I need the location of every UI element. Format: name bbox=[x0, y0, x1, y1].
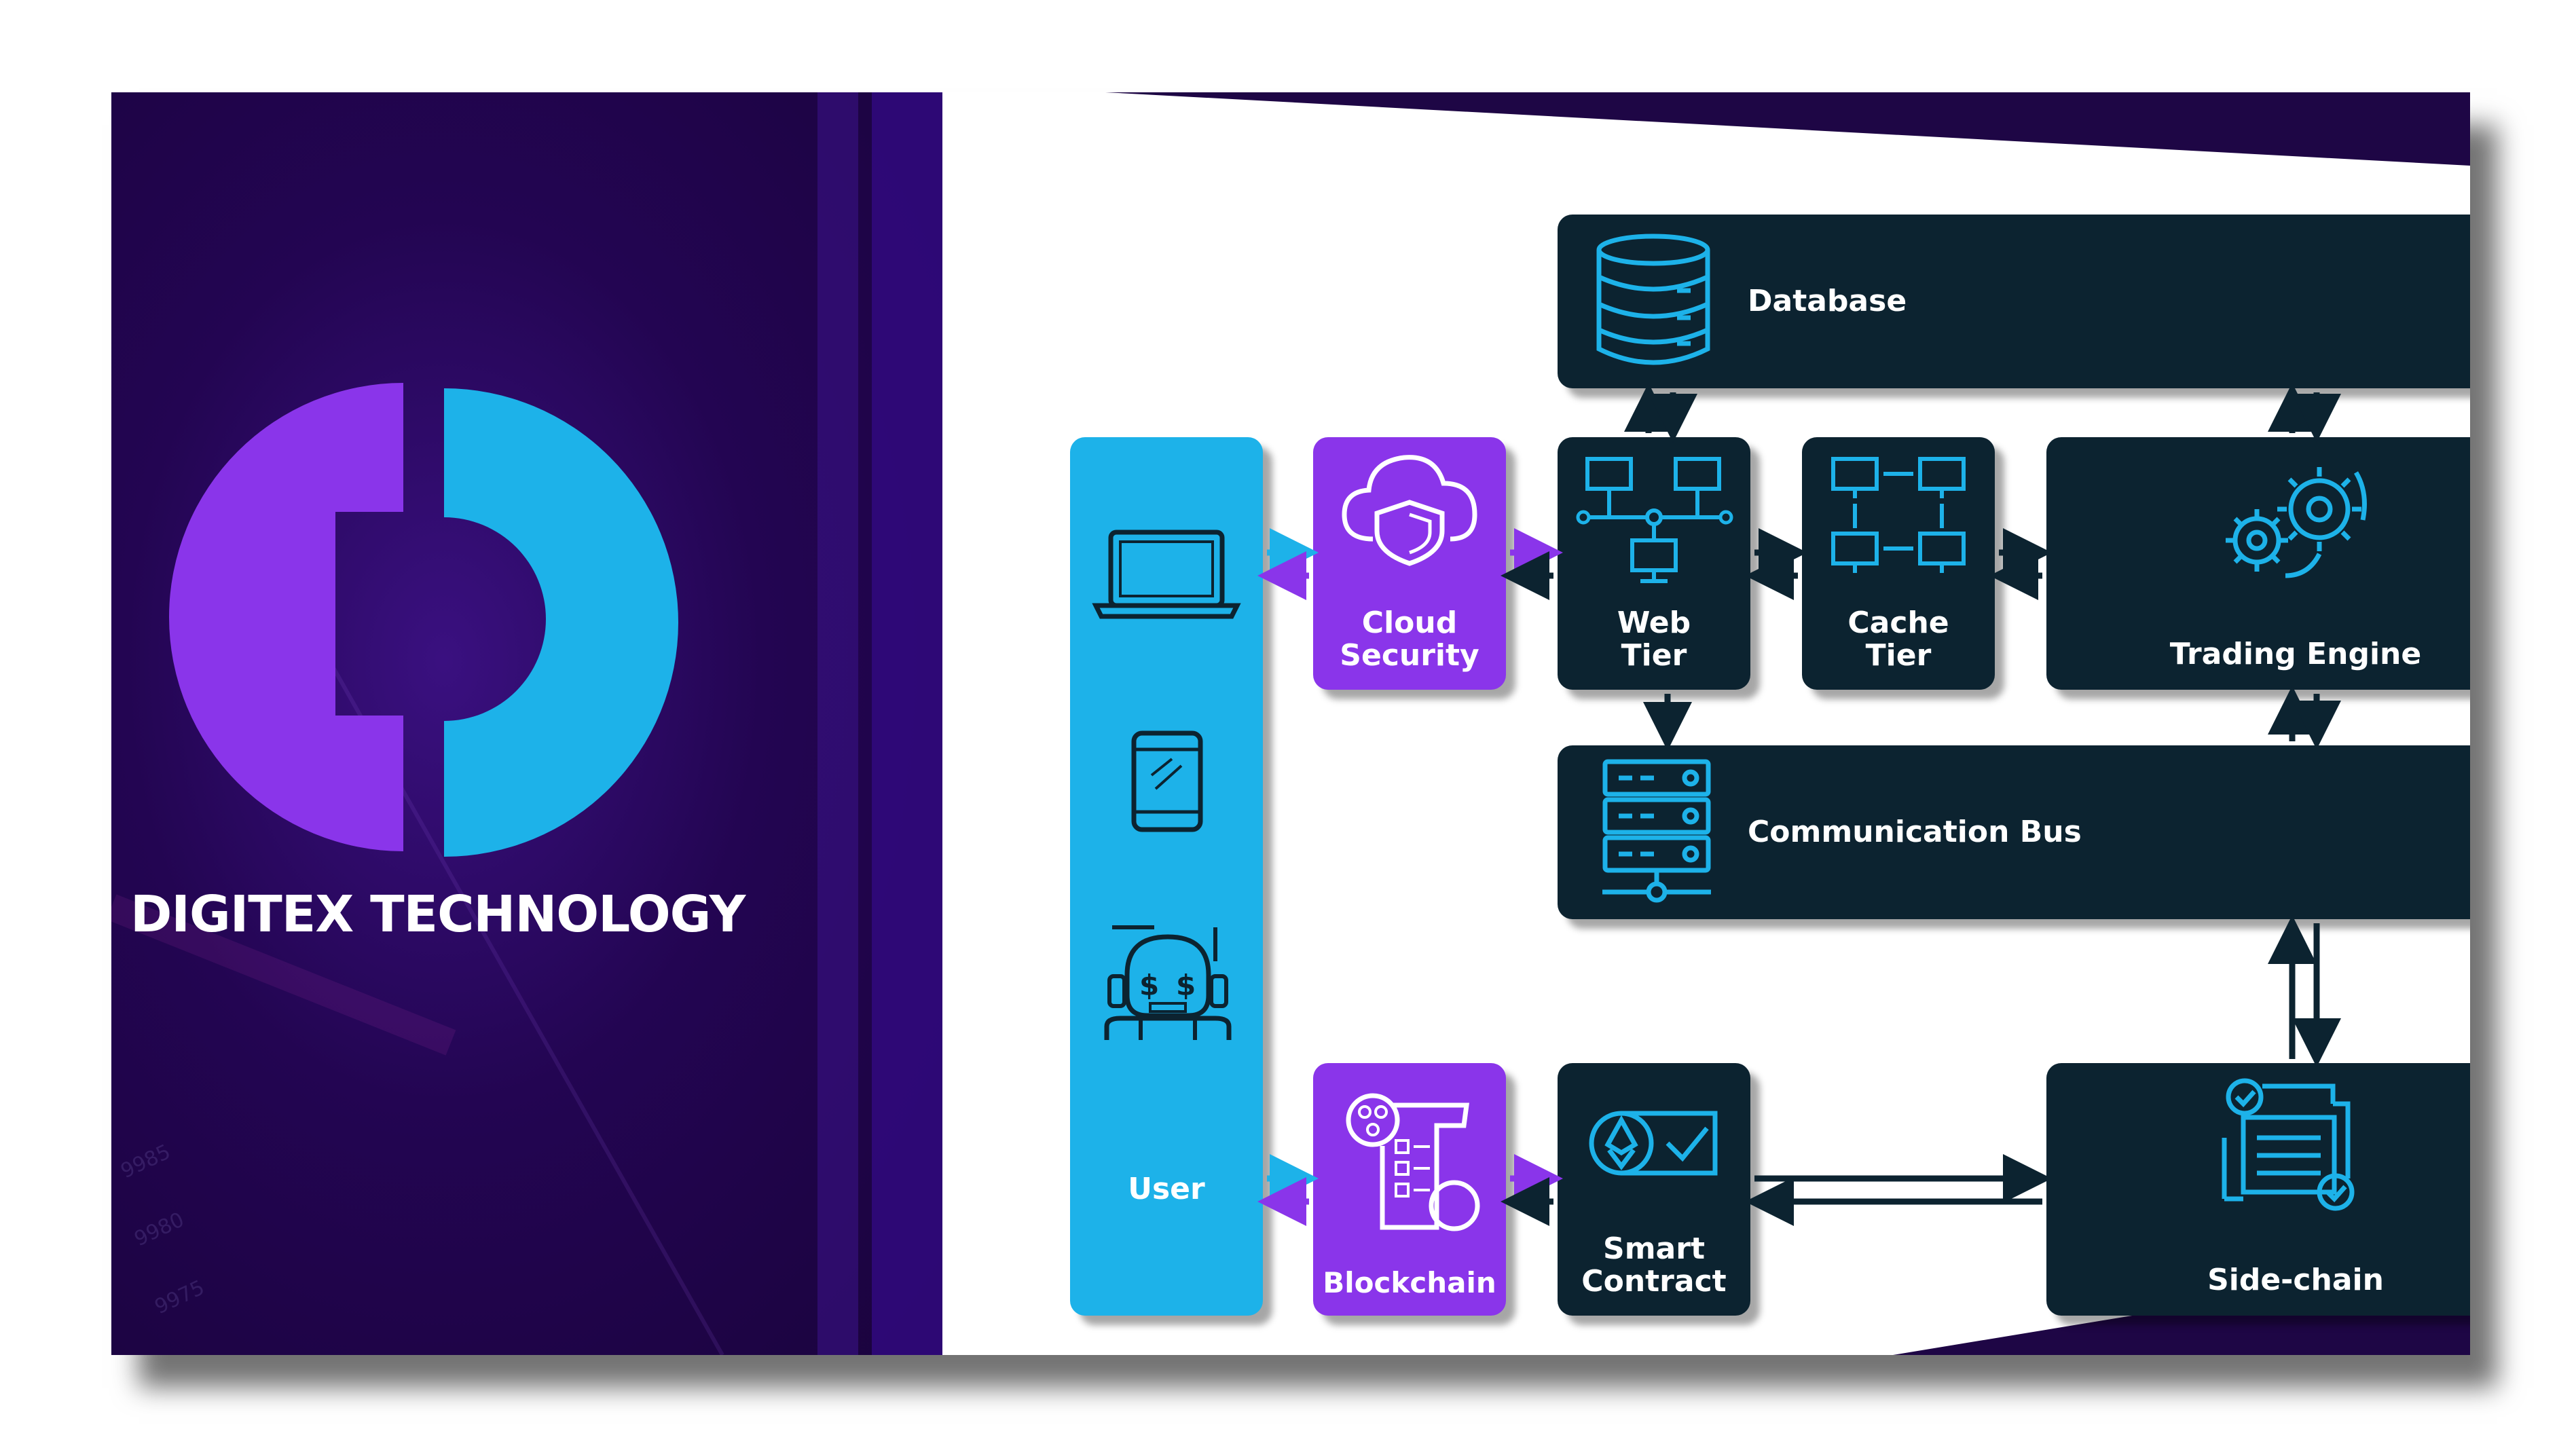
svg-text:9980: 9980 bbox=[131, 1208, 188, 1251]
blockchain-ledger-icon bbox=[1346, 1093, 1480, 1231]
gears-icon bbox=[2226, 467, 2367, 578]
server-rack-icon bbox=[1602, 759, 1711, 903]
background-ghost-numbers: 9985 9980 9975 bbox=[111, 634, 724, 1355]
trading-engine-node[interactable]: Trading Engine bbox=[2046, 437, 2470, 690]
panel-stripe bbox=[872, 92, 942, 1355]
blockchain-node[interactable]: Blockchain bbox=[1313, 1063, 1506, 1316]
cloud-security-node[interactable]: Cloud Security bbox=[1313, 437, 1506, 690]
logo-purple-half bbox=[169, 383, 403, 851]
database-label: Database bbox=[1748, 284, 1907, 318]
brand-panel: 9985 9980 9975 DIGITEX TECHNOLOGY bbox=[111, 92, 942, 1355]
smart-contract-node[interactable]: Smart Contract bbox=[1558, 1063, 1750, 1316]
cache-grid-icon bbox=[1831, 457, 1966, 573]
svg-text:$: $ bbox=[1176, 969, 1196, 1002]
user-label: User bbox=[1128, 1172, 1205, 1206]
side-chain-node[interactable]: Side-chain bbox=[2046, 1063, 2470, 1316]
side-chain-label: Side-chain bbox=[2207, 1263, 2384, 1297]
web-tier-label: Web Tier bbox=[1617, 606, 1691, 673]
laptop-icon bbox=[1092, 530, 1241, 619]
cache-tier-label: Cache Tier bbox=[1847, 606, 1949, 673]
side-chain-docs-icon bbox=[2222, 1078, 2355, 1211]
trader-bot-icon: $ $ bbox=[1104, 925, 1232, 1040]
cloud-shield-icon bbox=[1342, 455, 1477, 566]
communication-bus-label: Communication Bus bbox=[1748, 815, 2082, 849]
brand-name: DIGITEX TECHNOLOGY bbox=[130, 885, 746, 944]
web-tier-node[interactable]: Web Tier bbox=[1558, 437, 1750, 690]
logo-cyan-half bbox=[444, 388, 678, 857]
user-node[interactable]: $ $ User bbox=[1070, 437, 1263, 1316]
blockchain-label: Blockchain bbox=[1323, 1266, 1496, 1299]
database-node[interactable]: Database bbox=[1558, 215, 2470, 388]
tablet-icon bbox=[1131, 730, 1203, 832]
svg-text:9975: 9975 bbox=[151, 1276, 208, 1319]
database-icon bbox=[1596, 234, 1710, 365]
svg-text:$: $ bbox=[1139, 969, 1159, 1002]
panel-stripe bbox=[817, 92, 858, 1355]
smart-contract-label: Smart Contract bbox=[1581, 1231, 1727, 1299]
communication-bus-node[interactable]: Communication Bus bbox=[1558, 745, 2470, 919]
svg-text:9985: 9985 bbox=[117, 1140, 174, 1183]
cache-tier-node[interactable]: Cache Tier bbox=[1802, 437, 1995, 690]
cloud-security-label: Cloud Security bbox=[1340, 606, 1479, 673]
slide-card: 9985 9980 9975 DIGITEX TECHNOLOGY bbox=[111, 92, 2470, 1355]
trading-engine-label: Trading Engine bbox=[2169, 637, 2422, 671]
network-nodes-icon bbox=[1576, 457, 1733, 583]
ethereum-check-icon bbox=[1589, 1111, 1718, 1176]
architecture-diagram: $ $ User Cloud Security bbox=[942, 92, 2470, 1355]
